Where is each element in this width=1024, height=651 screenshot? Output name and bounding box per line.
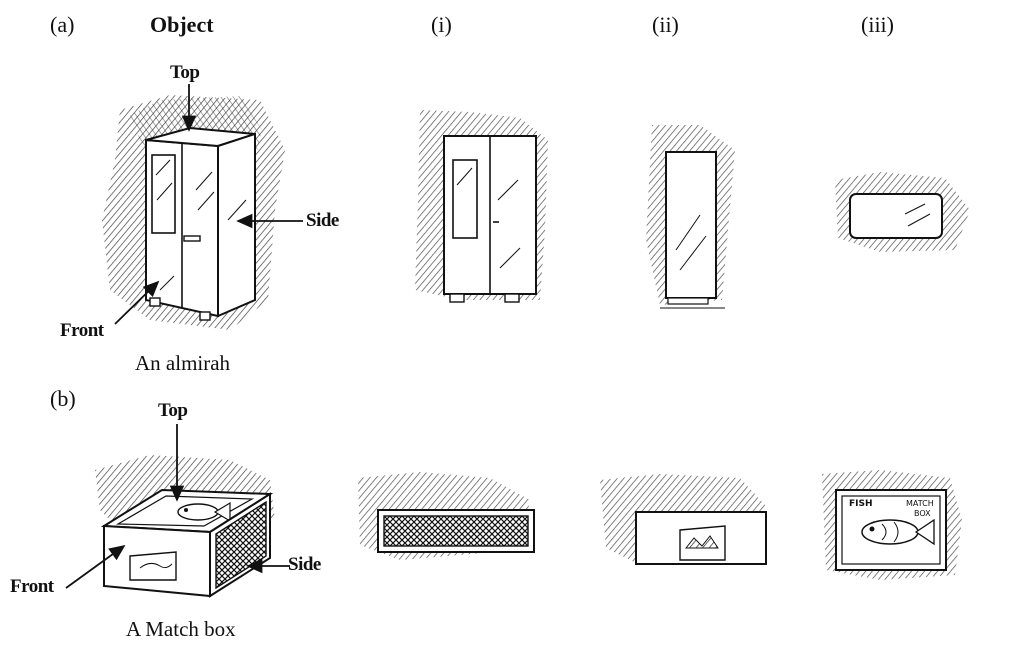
almirah-top-view <box>835 172 970 252</box>
matchbox-front-label: Front <box>10 576 54 597</box>
matchbox-top-label: Top <box>158 400 188 421</box>
matchbox-top-view <box>822 470 962 580</box>
matchbox-caption: A Match box <box>126 617 236 641</box>
object-column-header: Object <box>150 12 214 37</box>
front-arrow-a <box>114 280 160 325</box>
row-b-label: (b) <box>50 386 76 411</box>
column-iii-header: (iii) <box>861 12 894 37</box>
almirah-top-label: Top <box>170 62 200 83</box>
matchbox-box-text: BOX <box>914 509 931 518</box>
front-arrow-b <box>65 544 126 589</box>
matchbox-side-label: Side <box>288 554 321 575</box>
column-ii-header: (ii) <box>652 12 679 37</box>
matchbox-match-text: MATCH <box>906 499 934 508</box>
matchbox-object-drawing <box>95 455 275 598</box>
almirah-side-view <box>646 125 735 309</box>
almirah-side-label: Side <box>306 210 339 231</box>
matchbox-brand-text: FISH <box>849 499 873 509</box>
column-i-header: (i) <box>431 12 452 37</box>
row-a-label: (a) <box>50 12 75 37</box>
almirah-caption: An almirah <box>135 351 231 375</box>
almirah-front-view <box>415 110 548 303</box>
matchbox-front-view <box>600 474 767 565</box>
almirah-object-drawing <box>102 95 285 330</box>
almirah-front-label: Front <box>60 320 104 341</box>
matchbox-side-view <box>358 472 535 560</box>
